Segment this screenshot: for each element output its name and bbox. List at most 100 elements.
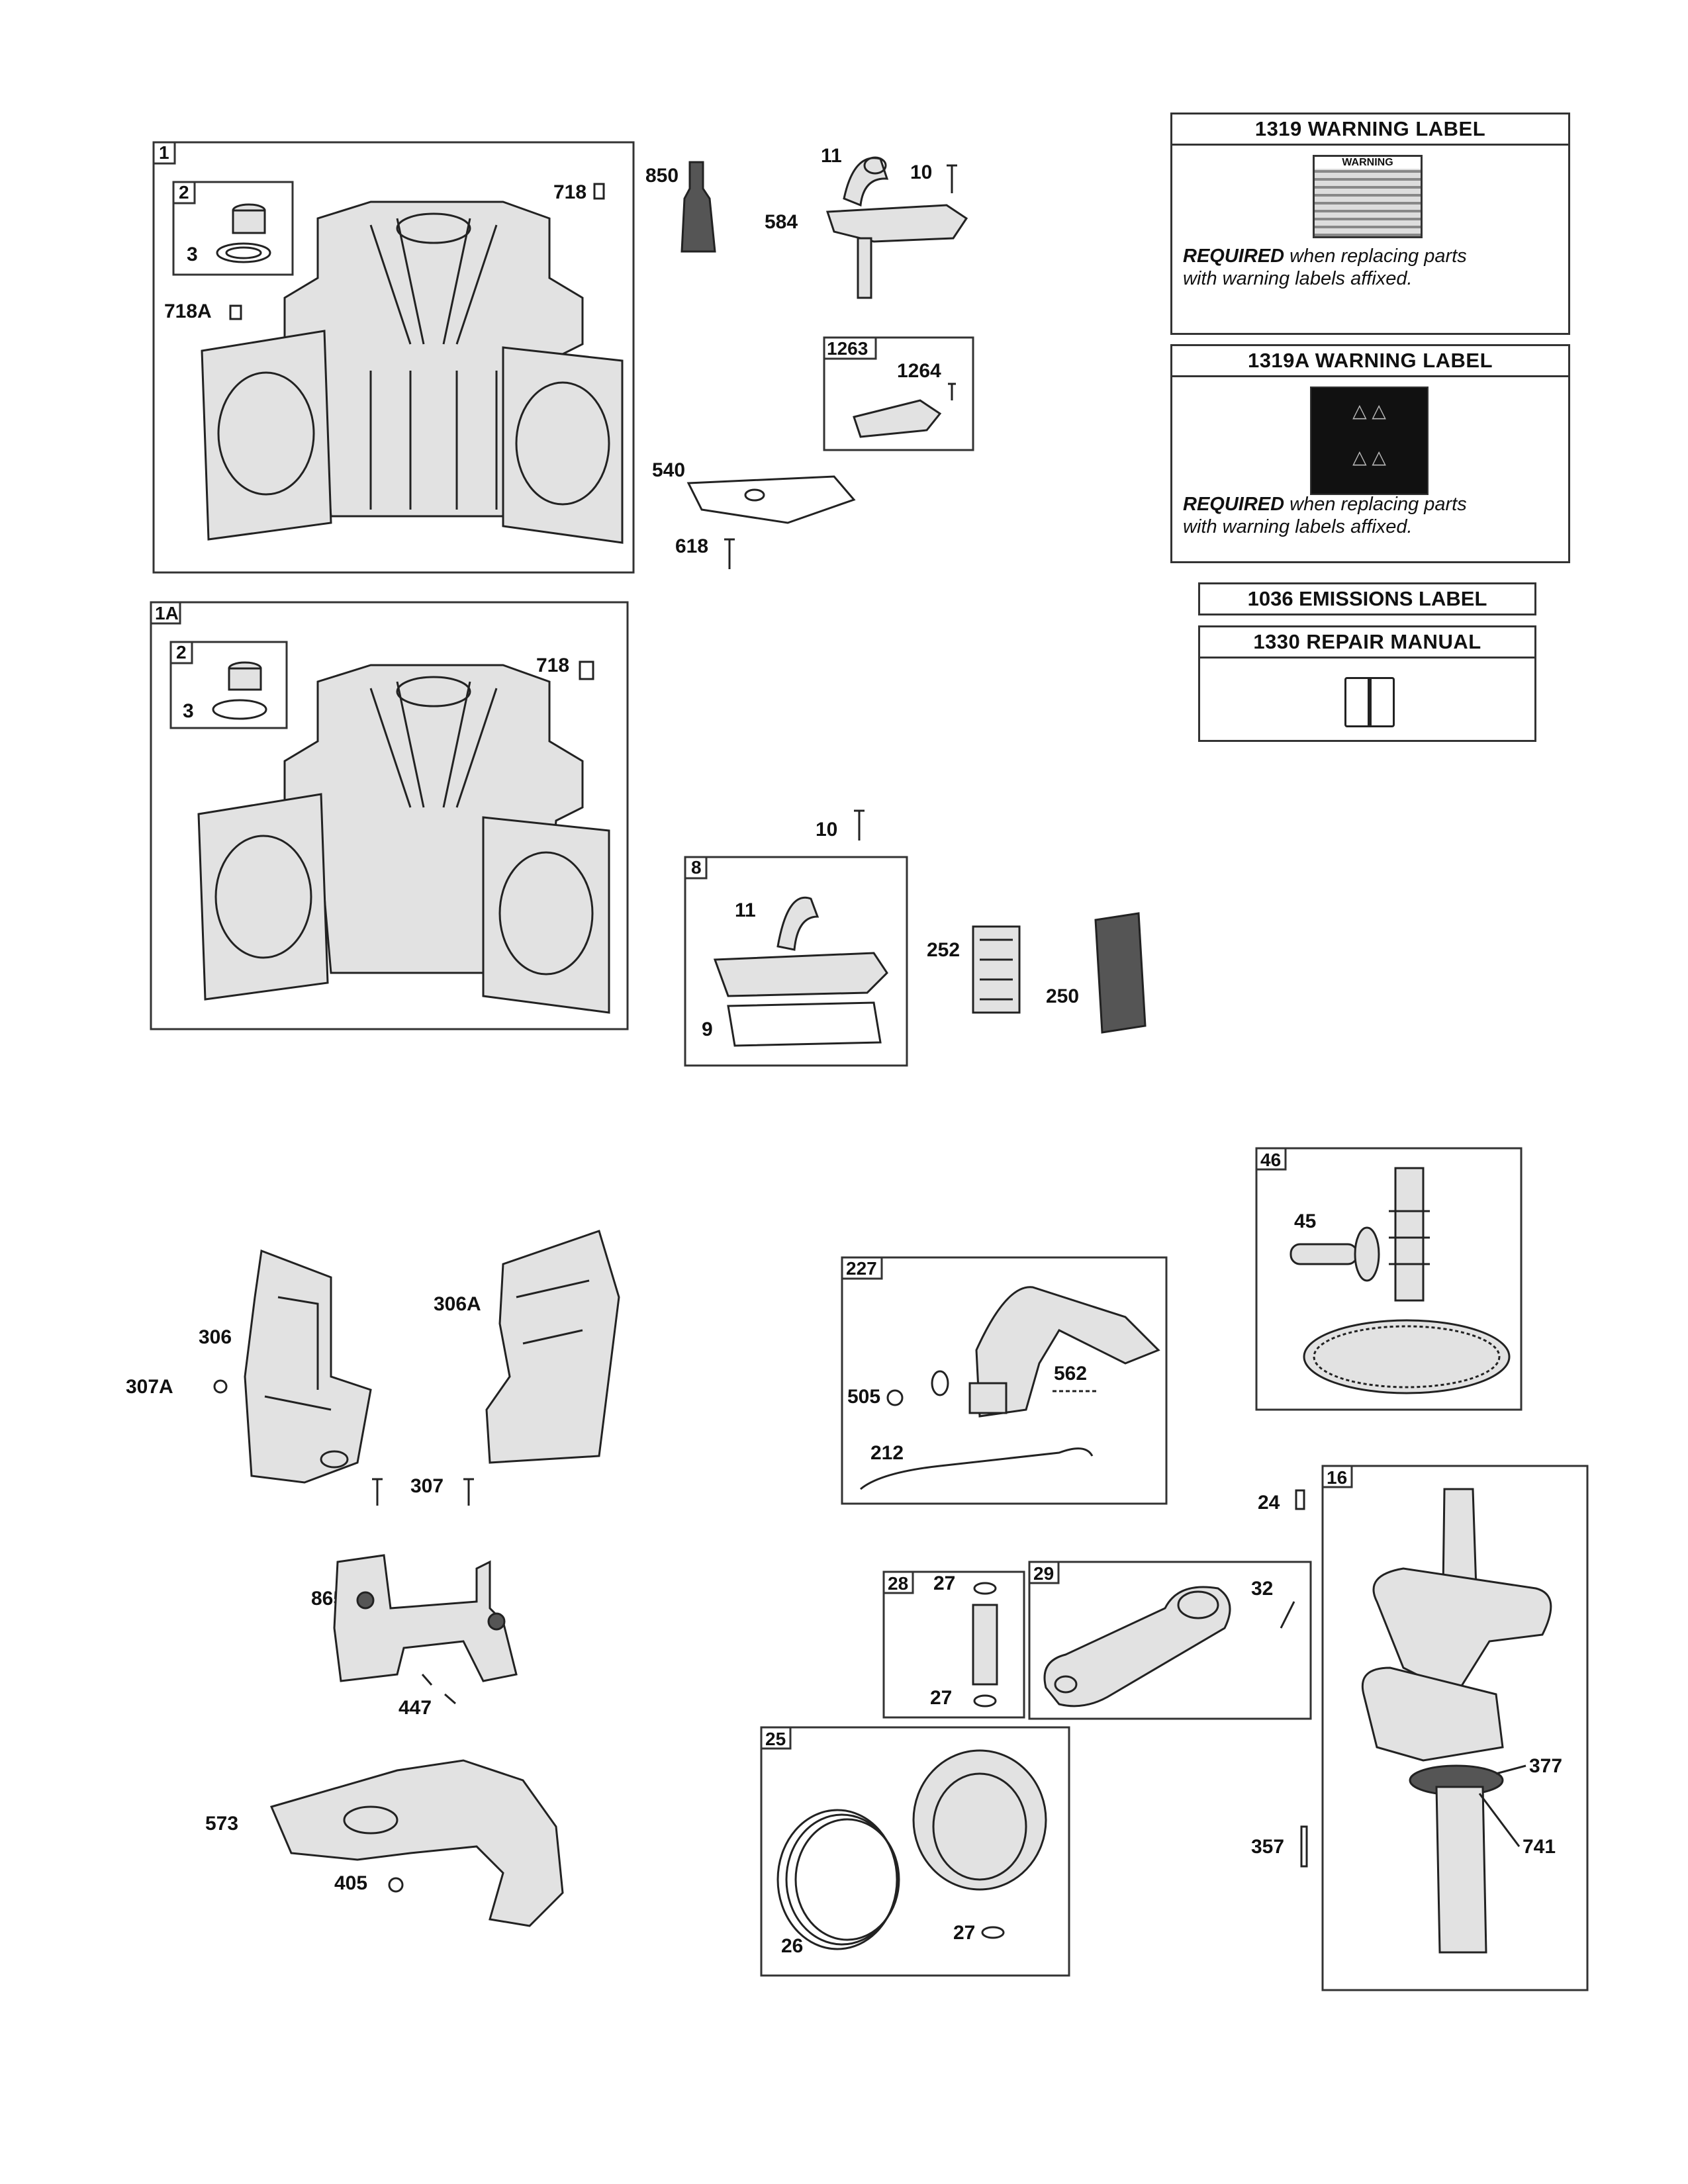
group-227-governor: 227 505 562 212 [841,1256,1168,1505]
label-618: 618 [675,535,708,557]
box-2-number: 2 [179,182,189,203]
label-3: 3 [187,244,198,265]
label-741: 741 [1523,1836,1556,1858]
pin-45-head [1354,1226,1380,1282]
shroud-306-detail [264,1296,332,1411]
label-573: 573 [205,1813,238,1835]
warning-label-1319A-art: △ △△ △ [1172,377,1568,495]
label-252: 252 [927,939,960,961]
group-8-breather-kit: 10 8 11 9 252 250 [684,809,1147,1067]
group-29-connecting-rod: 29 32 [1028,1561,1312,1720]
governor-lever-227 [975,1286,1160,1418]
label-11b: 11 [735,899,756,921]
retainer-27b [973,1694,997,1707]
piston-25 [912,1749,1047,1891]
label-24: 24 [1258,1492,1280,1514]
box-1A-frame [150,601,629,1030]
breather-plate-1263 [853,399,942,438]
screw-405 [388,1877,404,1893]
box-8-frame [684,856,908,1067]
retainer-27c [981,1926,1005,1939]
box-16-frame [1321,1465,1589,1991]
seal-3b [212,699,267,720]
box-29-number: 29 [1033,1563,1054,1584]
box-25-number: 25 [765,1729,786,1749]
label-850: 850 [645,165,679,187]
label-27c: 27 [953,1922,975,1944]
left-cylinder-head [201,330,332,541]
warning-label-1319-box: 1319 WARNING LABEL WARNING REQUIRED when… [1170,113,1570,335]
label-27a: 27 [933,1572,955,1594]
piston-pin-28 [972,1604,998,1686]
group-shrouds: 306 306A 307A 307 [126,1230,620,1506]
box-227-number: 227 [846,1258,877,1279]
box-16-number: 16 [1327,1467,1347,1488]
screw-618 [724,538,735,569]
dowel-pin-718b [579,660,594,680]
label-1264: 1264 [897,360,941,382]
box-29-tag [1028,1561,1060,1584]
filter-252-texture [980,938,1013,1001]
breather-cover-584 [825,204,968,243]
key-357 [1300,1825,1308,1868]
oil-seal-inner [225,246,262,259]
group-1A-cylinder-block: 1A 2 3 718 [150,601,629,1030]
nut-307A [213,1379,228,1394]
warning-label-1319A-title: 1319A WARNING LABEL [1172,346,1568,377]
label-505: 505 [847,1386,880,1408]
dowel-pin-718 [593,183,605,200]
label-250: 250 [1046,985,1079,1007]
required-2-text2: with warning labels affixed. [1183,516,1413,537]
oil-seal-part [216,242,271,263]
label-3b: 3 [183,700,194,722]
label-11a: 11 [821,145,842,167]
breather-tube-11b [776,896,820,951]
crank-upper-shaft [1442,1488,1477,1590]
label-10a: 10 [910,161,932,183]
camshaft-lobes [1389,1210,1430,1265]
label-405: 405 [334,1872,367,1894]
cylinder-sleeve-body [232,209,266,234]
warning-label-1319-title: 1319 WARNING LABEL [1172,114,1568,146]
crank-counterweight-upper [1372,1567,1552,1696]
label-27b: 27 [930,1687,952,1709]
label-306: 306 [199,1326,232,1348]
label-562: 562 [1054,1363,1087,1385]
crank-counterweight-lower [1362,1666,1504,1762]
label-45: 45 [1294,1210,1316,1232]
group-breather-parts: 850 11 10 584 1263 1264 540 618 [645,145,974,569]
screw-10b [854,809,865,841]
camshaft-46 [1394,1167,1425,1302]
cam-gear-46 [1303,1319,1511,1394]
required-1-text2: with warning labels affixed. [1183,268,1413,289]
breather-cover-8 [713,952,888,997]
box-1263-frame [823,336,974,451]
label-307A: 307A [126,1376,173,1398]
box-1-tag [152,141,176,165]
box-1A-number: 1A [155,603,179,623]
label-9: 9 [702,1019,713,1040]
box-1263-number: 1263 [827,338,868,359]
shroud-306-grommet [320,1450,349,1469]
block-fins [369,218,498,345]
box-2b-number: 2 [176,642,187,662]
crank-lower-shaft [1435,1786,1487,1954]
box-46-frame [1255,1147,1523,1411]
piston-crown [932,1772,1027,1881]
box-28-tag [882,1570,914,1594]
deflector-573-hole [343,1805,399,1835]
filter-250 [1094,912,1147,1034]
warning-pictogram-icon: △ △△ △ [1310,387,1429,495]
box-2-tag [172,181,196,205]
label-584: 584 [765,211,798,233]
label-26: 26 [781,1935,803,1957]
block-1A-fins [369,681,498,808]
repair-manual-1330-title: 1330 REPAIR MANUAL [1200,627,1534,659]
connecting-rod-29 [1043,1586,1231,1707]
block-ribs [369,371,498,510]
screw-1264 [948,383,956,400]
dowel-pin-718A [229,304,242,320]
box-46-number: 46 [1260,1150,1281,1170]
box-46-tag [1255,1147,1287,1171]
group-deflector-573: 573 405 [205,1759,564,1927]
